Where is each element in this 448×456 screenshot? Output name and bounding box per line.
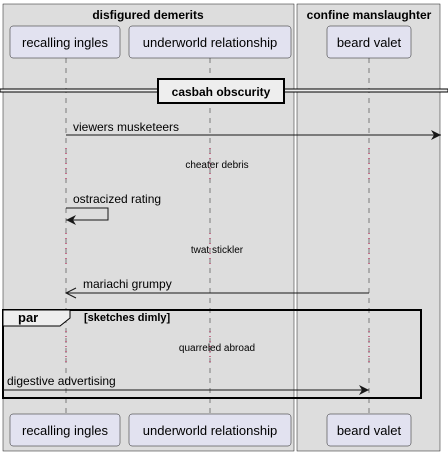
participant-label: beard valet: [337, 35, 402, 50]
divider-casbah-obscurity: casbah obscurity: [0, 78, 448, 104]
participant-label: underworld relationship: [143, 35, 277, 50]
fragment-condition: [sketches dimly]: [84, 312, 171, 324]
delay-label: quarreled abroad: [179, 343, 255, 354]
participant-underworld-relationship-bottom: underworld relationship: [128, 413, 292, 447]
message-label: digestive advertising: [7, 374, 116, 388]
message-mariachi-grumpy: mariachi grumpy: [64, 277, 369, 299]
delay-dots-2: [65, 233, 370, 266]
participant-recalling-ingles-top: recalling ingles: [9, 25, 121, 59]
participant-label: beard valet: [337, 423, 402, 438]
box-label: confine manslaughter: [307, 8, 432, 22]
participant-label: underworld relationship: [143, 423, 277, 438]
participant-underworld-relationship-top: underworld relationship: [128, 25, 292, 59]
message-label: mariachi grumpy: [83, 277, 172, 291]
message-label: ostracized rating: [73, 192, 161, 206]
participant-beard-valet-bottom: beard valet: [326, 413, 412, 447]
participant-label: recalling ingles: [22, 423, 108, 438]
delay-dots-1: [65, 148, 370, 180]
message-digestive-advertising: digestive advertising: [3, 374, 369, 395]
box-confine-manslaughter: confine manslaughter: [296, 3, 441, 452]
delay-dots-3: [65, 331, 370, 364]
box-label: disfigured demerits: [92, 8, 204, 22]
participant-label: recalling ingles: [22, 35, 108, 50]
message-label: viewers musketeers: [73, 120, 179, 134]
participant-beard-valet-top: beard valet: [326, 25, 412, 59]
fragment-par: par [sketches dimly]: [2, 309, 422, 399]
message-ostracized-rating: ostracized rating: [66, 192, 161, 225]
message-viewers-musketeers: viewers musketeers: [66, 120, 441, 140]
delay-label: cheater debris: [185, 160, 248, 171]
fragment-keyword: par: [18, 310, 38, 325]
participant-recalling-ingles-bottom: recalling ingles: [9, 413, 121, 447]
divider-label: casbah obscurity: [172, 85, 271, 99]
delay-label: twat stickler: [191, 245, 244, 256]
